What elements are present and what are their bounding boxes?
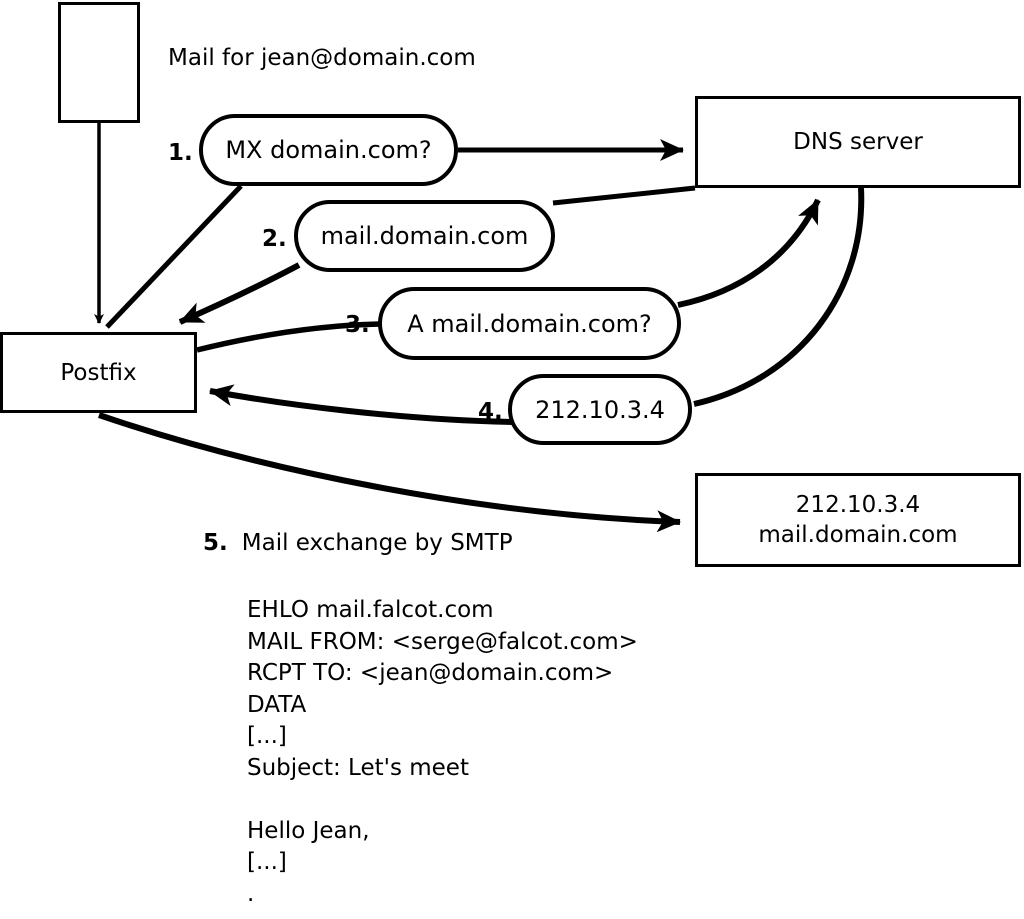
step-5-label: Mail exchange by SMTP <box>241 530 513 556</box>
edge-bubble2-to-postfix <box>178 262 301 325</box>
edge-postfix-to-bubble1 <box>105 184 243 329</box>
step-number-4: 4. <box>478 399 503 425</box>
edge-dns-to-bubble4 <box>693 187 865 407</box>
node-dns-server-box[interactable]: DNS server <box>695 96 1021 188</box>
node-client-box[interactable] <box>58 2 140 123</box>
edge-dns-to-bubble2 <box>552 185 696 206</box>
step-number-3: 3. <box>345 312 370 338</box>
message-bubble-mx-query-label: MX domain.com? <box>225 136 432 164</box>
message-bubble-mx-query[interactable]: MX domain.com? <box>199 114 458 186</box>
step-number-1: 1. <box>168 140 193 166</box>
edge-bubble4-to-postfix <box>209 384 514 425</box>
smtp-transcript-text: EHLO mail.falcot.com MAIL FROM: <serge@f… <box>247 597 638 907</box>
node-postfix-box[interactable]: Postfix <box>0 332 197 413</box>
step-number-2: 2. <box>262 226 287 252</box>
node-postfix-label: Postfix <box>60 359 137 386</box>
message-bubble-a-answer[interactable]: 212.10.3.4 <box>508 374 692 445</box>
message-bubble-a-query-label: A mail.domain.com? <box>407 309 652 338</box>
node-dns-server-label: DNS server <box>793 129 923 155</box>
message-bubble-a-query[interactable]: A mail.domain.com? <box>378 287 681 360</box>
step-number-5: 5. <box>203 530 228 556</box>
message-bubble-mx-answer[interactable]: mail.domain.com <box>294 200 555 272</box>
node-target-mailserver-box[interactable]: 212.10.3.4 mail.domain.com <box>695 473 1021 567</box>
node-target-mailserver-label: 212.10.3.4 mail.domain.com <box>758 492 958 548</box>
message-bubble-a-answer-label: 212.10.3.4 <box>535 395 665 424</box>
message-bubble-mx-answer-label: mail.domain.com <box>320 222 529 250</box>
caption-mail-for: Mail for jean@domain.com <box>168 45 476 71</box>
edge-bubble3-to-dns <box>677 198 821 308</box>
step-5-row: 5. Mail exchange by SMTP <box>203 530 513 556</box>
